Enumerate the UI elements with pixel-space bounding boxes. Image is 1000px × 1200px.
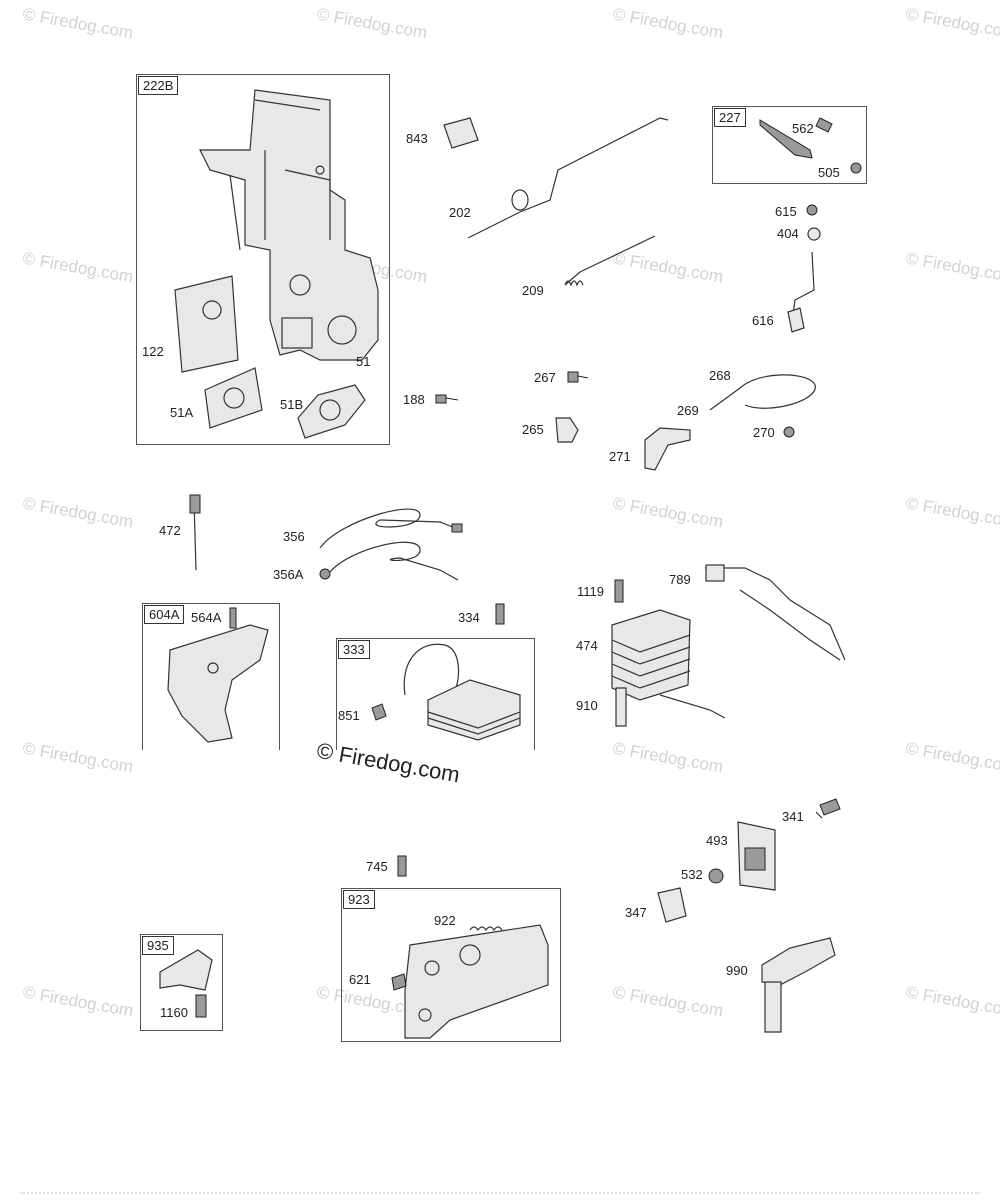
- part-209-drawing: [564, 235, 656, 286]
- control-bracket-drawing: [199, 89, 379, 361]
- part-851-drawing: [371, 703, 387, 721]
- part-265-drawing: [555, 417, 579, 443]
- part-label: 267: [534, 370, 556, 385]
- part-label: 621: [349, 972, 371, 987]
- gasket-51a-drawing: [204, 367, 263, 429]
- part-label: 562: [792, 121, 814, 136]
- part-843-drawing: [443, 117, 479, 149]
- group-tag: 222B: [138, 76, 179, 95]
- part-347-drawing: [657, 887, 687, 923]
- part-333-drawing: [403, 643, 460, 696]
- part-188-drawing: [435, 394, 459, 404]
- part-label: 268: [709, 368, 731, 383]
- part-label: 356: [283, 529, 305, 544]
- part-1160-drawing: [195, 994, 207, 1018]
- part-label: 474: [576, 638, 598, 653]
- part-910-drawing: [615, 687, 627, 727]
- part-label: 910: [576, 698, 598, 713]
- part-label: 269: [677, 403, 699, 418]
- part-label: 122: [142, 344, 164, 359]
- part-label: 505: [818, 165, 840, 180]
- part-label: 188: [403, 392, 425, 407]
- part-1119-drawing: [614, 579, 624, 603]
- part-label: 745: [366, 859, 388, 874]
- part-label: 843: [406, 131, 428, 146]
- part-334-drawing: [495, 603, 505, 625]
- part-935-drawing: [159, 949, 213, 991]
- part-label: 616: [752, 313, 774, 328]
- part-341-drawing: [815, 798, 841, 819]
- part-label: 341: [782, 809, 804, 824]
- group-box-935: [140, 934, 223, 1031]
- group-tag: 227: [714, 108, 746, 127]
- gasket-51b-drawing: [297, 384, 366, 439]
- part-532-drawing: [708, 868, 724, 884]
- part-268-drawing: [709, 374, 816, 411]
- part-label: 356A: [273, 567, 304, 582]
- part-label: 472: [159, 523, 181, 538]
- part-label: 202: [449, 205, 471, 220]
- group-tag: 333: [338, 640, 370, 659]
- part-621-drawing: [391, 973, 407, 991]
- part-271-drawing: [644, 427, 691, 471]
- part-label: 990: [726, 963, 748, 978]
- group-tag: 923: [343, 890, 375, 909]
- part-label: 270: [753, 425, 775, 440]
- part-562-drawing: [759, 119, 813, 159]
- part-label: 789: [669, 572, 691, 587]
- part-label: 564A: [191, 610, 222, 625]
- part-990-drawing: [761, 937, 836, 986]
- part-label: 615: [775, 204, 797, 219]
- footer-divider: [20, 1192, 980, 1198]
- group-box-222b: [136, 74, 390, 445]
- part-label: 851: [338, 708, 360, 723]
- part-label: 51A: [170, 405, 194, 420]
- gasket-122-drawing: [174, 275, 239, 373]
- part-356a-drawing: [329, 541, 459, 581]
- part-356-drawing: [319, 508, 456, 549]
- part-923-drawing: [404, 924, 549, 1039]
- part-label: 209: [522, 283, 544, 298]
- part-745-drawing: [397, 855, 407, 877]
- group-box-604a: [142, 603, 280, 750]
- part-label: 51B: [280, 397, 304, 412]
- part-789-drawing: [705, 567, 846, 661]
- part-474-drawing: [611, 609, 691, 701]
- part-label: 51: [356, 354, 371, 369]
- part-label: 347: [625, 905, 647, 920]
- group-box-923: [341, 888, 561, 1042]
- group-tag: 604A: [144, 605, 185, 624]
- part-label: 265: [522, 422, 544, 437]
- part-202-drawing: [467, 117, 669, 239]
- group-box-227: [712, 106, 867, 184]
- part-604a-drawing: [167, 624, 269, 743]
- part-label: 404: [777, 226, 799, 241]
- part-label: 271: [609, 449, 631, 464]
- part-922-drawing: [469, 926, 503, 932]
- part-267-drawing: [567, 371, 589, 383]
- part-270-drawing: [783, 426, 795, 438]
- part-label: 493: [706, 833, 728, 848]
- group-box-333: [336, 638, 535, 750]
- part-label: 532: [681, 867, 703, 882]
- part-label: 1119: [577, 584, 604, 599]
- part-label: 922: [434, 913, 456, 928]
- part-label: 1160: [160, 1005, 188, 1020]
- group-tag: 935: [142, 936, 174, 955]
- part-label: 334: [458, 610, 480, 625]
